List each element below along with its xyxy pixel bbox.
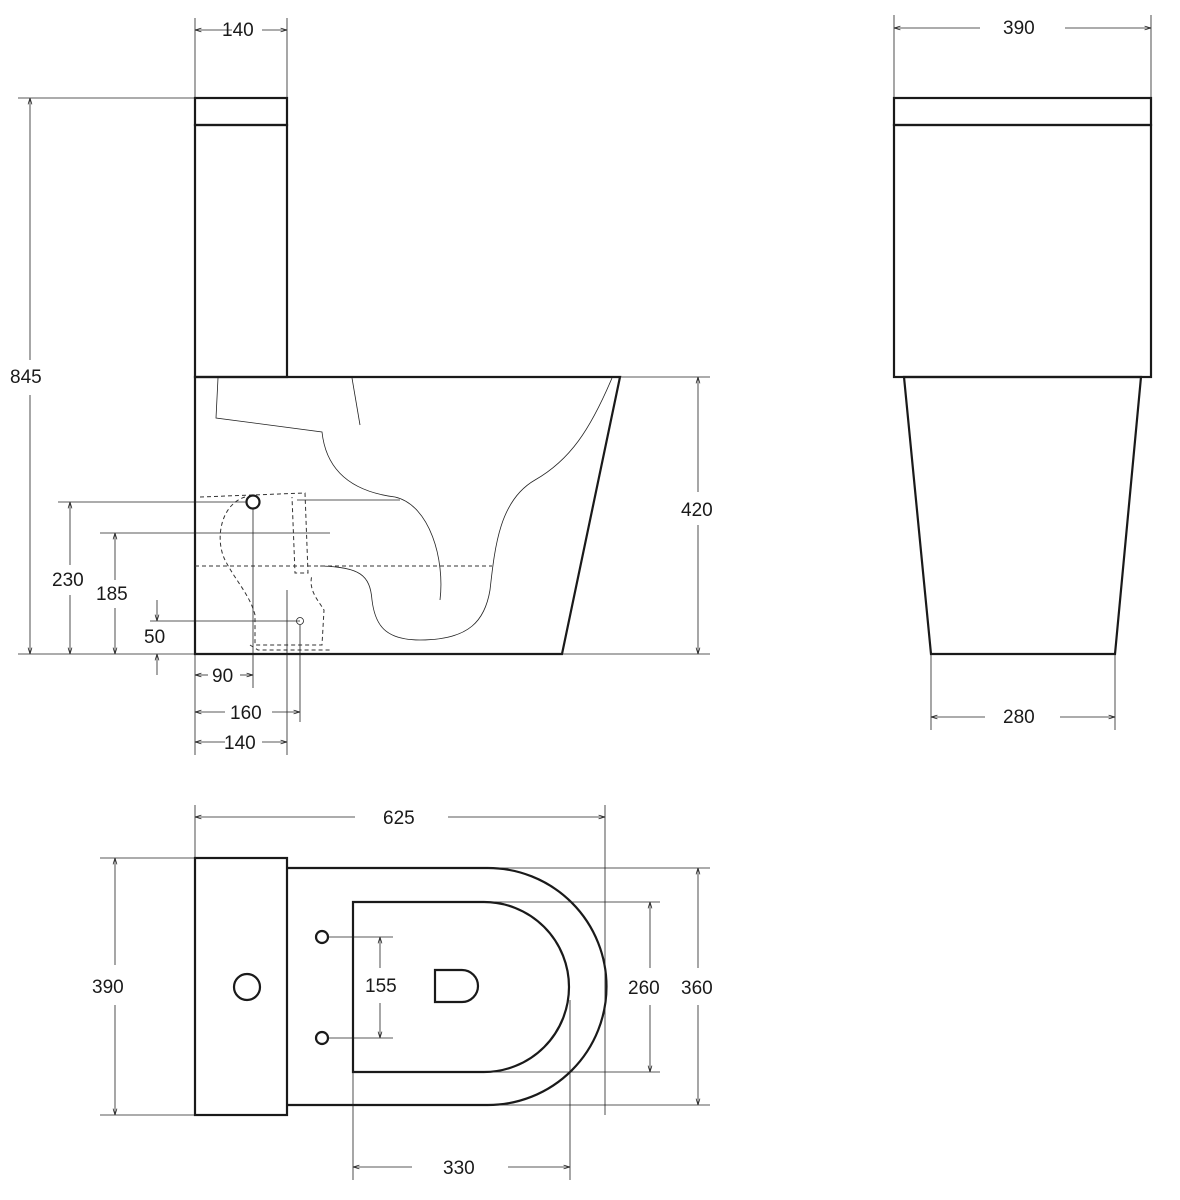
top-view: 625 390 360 260 155 330: [92, 805, 713, 1180]
bowl-front: [902, 375, 1143, 656]
bowl-body: [193, 375, 622, 656]
dim-hole-spacing: 155: [365, 976, 397, 997]
dim-seat-width: 260: [628, 978, 660, 999]
dim-outlet-50: 50: [144, 627, 165, 648]
dim-inlet-185: 185: [96, 584, 128, 605]
dim-tank-width-front: 390: [1003, 18, 1035, 39]
tank-lid-front: [892, 96, 1153, 127]
drain-opening: [433, 968, 480, 1004]
dim-seat-length: 330: [443, 1158, 475, 1179]
bowl-top: [287, 866, 608, 1107]
tank-body: [193, 123, 289, 379]
tank-top: [193, 856, 289, 1117]
hidden-trap-lines: [195, 492, 492, 651]
flush-button: [232, 972, 262, 1002]
tank-body-front: [892, 123, 1153, 379]
dim-total-length: 625: [383, 808, 415, 829]
seat-top: [351, 900, 571, 1074]
side-view: 140 845 420 230 185 50 90: [10, 18, 713, 755]
dim-tank-width-top: 390: [92, 977, 124, 998]
seat-hole-top: [314, 929, 330, 945]
dim-bowl-height: 420: [681, 500, 713, 521]
dim-base-width: 280: [1003, 707, 1035, 728]
dim-bowl-width: 360: [681, 978, 713, 999]
front-view: 390 280: [892, 15, 1153, 730]
dim-inlet-230: 230: [52, 570, 84, 591]
dim-offset-90: 90: [212, 666, 233, 687]
dim-offset-160: 160: [230, 703, 262, 724]
seat-hole-bottom: [314, 1030, 330, 1046]
water-inlet-marker: [245, 494, 261, 510]
dim-tank-width-side: 140: [222, 20, 254, 41]
dim-offset-140: 140: [224, 733, 256, 754]
bowl-inner-curves: [100, 377, 613, 641]
dim-total-height: 845: [10, 367, 42, 388]
tank-lid: [193, 96, 289, 127]
